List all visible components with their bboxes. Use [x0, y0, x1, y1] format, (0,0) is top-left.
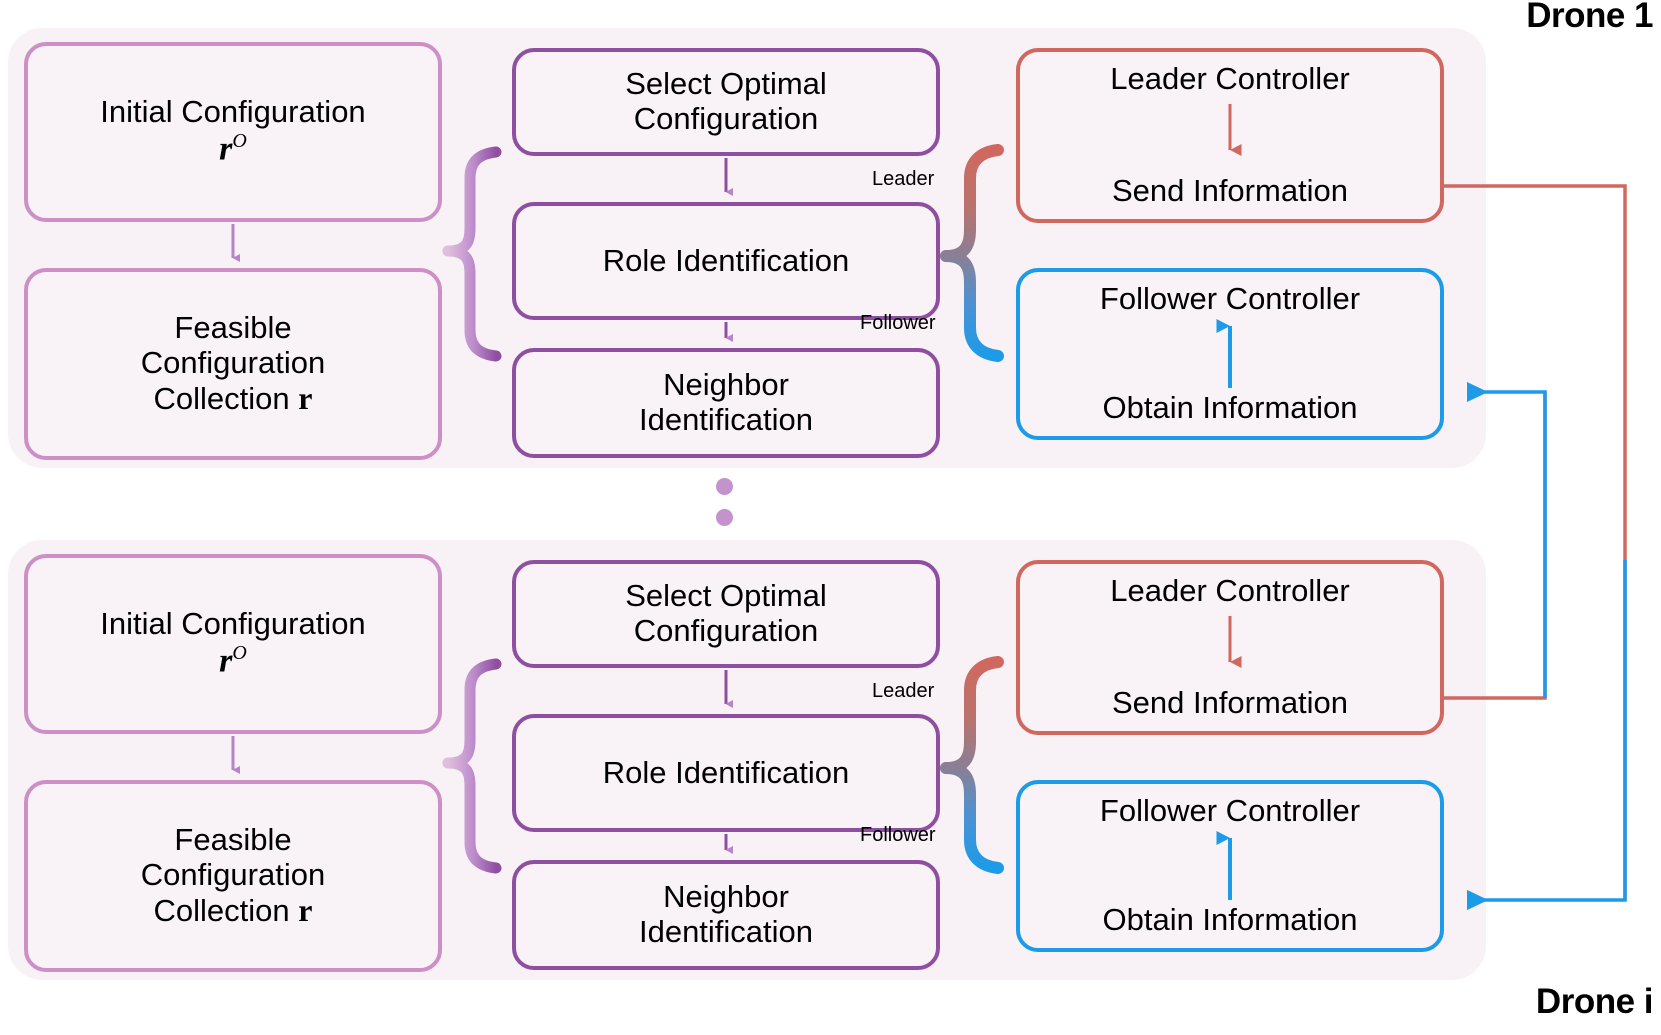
d1-role-identification-box[interactable]: Role Identification: [512, 202, 940, 320]
di-feasible-line-2: Configuration: [140, 857, 326, 893]
di-initial-configuration-label: Initial Configuration: [100, 606, 366, 642]
d1-neighbor-line-1: Neighbor: [663, 367, 789, 403]
d1-send-information-label: Send Information: [1111, 173, 1349, 209]
d1-feasible-line-3: Collection r: [153, 379, 313, 416]
d1-leader-controller-box[interactable]: Leader Controller Send Information: [1016, 48, 1444, 223]
d1-feasible-line-1: Feasible: [174, 310, 292, 346]
d1-neighbor-line-2: Identification: [638, 402, 814, 437]
di-select-optimal-line-1: Select Optimal: [625, 578, 827, 614]
d1-leader-controller-label: Leader Controller: [1110, 61, 1350, 96]
di-feasible-configuration-box[interactable]: Feasible Configuration Collection r: [24, 780, 442, 972]
d1-obtain-information-label: Obtain Information: [1102, 390, 1358, 426]
di-neighbor-line-1: Neighbor: [663, 879, 789, 915]
di-follower-label: Follower: [860, 824, 936, 846]
d1-follower-controller-box[interactable]: Follower Controller Obtain Information: [1016, 268, 1444, 440]
d1-initial-configuration-box[interactable]: Initial Configuration rO: [24, 42, 442, 222]
di-vector-r: r: [298, 891, 313, 928]
di-select-optimal-configuration-box[interactable]: Select Optimal Configuration: [512, 560, 940, 668]
d1-follower-label: Follower: [860, 312, 936, 334]
di-role-identification-label: Role Identification: [602, 754, 850, 790]
di-initial-configuration-symbol: rO: [219, 642, 247, 680]
di-send-information-label: Send Information: [1111, 685, 1349, 721]
di-follower-controller-box[interactable]: Follower Controller Obtain Information: [1016, 780, 1444, 952]
d1-role-identification-label: Role Identification: [602, 242, 850, 278]
di-leader-controller-label: Leader Controller: [1110, 573, 1350, 608]
di-neighbor-line-2: Identification: [638, 914, 814, 949]
di-follower-controller-label: Follower Controller: [1099, 793, 1361, 828]
d1-select-optimal-configuration-box[interactable]: Select Optimal Configuration: [512, 48, 940, 156]
di-leader-controller-box[interactable]: Leader Controller Send Information: [1016, 560, 1444, 735]
d1-leader-label: Leader: [872, 168, 935, 190]
d1-neighbor-identification-box[interactable]: Neighbor Identification: [512, 348, 940, 458]
d1-feasible-configuration-box[interactable]: Feasible Configuration Collection r: [24, 268, 442, 460]
d1-feasible-line-2: Configuration: [140, 345, 326, 381]
di-role-identification-box[interactable]: Role Identification: [512, 714, 940, 832]
d1-initial-configuration-symbol: rO: [219, 130, 247, 168]
di-feasible-line-3: Collection r: [153, 891, 313, 928]
di-obtain-information-label: Obtain Information: [1102, 902, 1358, 938]
di-initial-configuration-box[interactable]: Initial Configuration rO: [24, 554, 442, 734]
di-neighbor-identification-box[interactable]: Neighbor Identification: [512, 860, 940, 970]
drone-1-title: Drone 1: [1526, 0, 1653, 35]
di-select-optimal-line-2: Configuration: [633, 613, 819, 648]
d1-follower-controller-label: Follower Controller: [1099, 281, 1361, 316]
d1-initial-configuration-label: Initial Configuration: [100, 94, 366, 130]
di-feasible-line-1: Feasible: [174, 822, 292, 858]
d1-vector-r: r: [298, 379, 313, 416]
d1-select-optimal-line-1: Select Optimal: [625, 66, 827, 102]
d1-select-optimal-line-2: Configuration: [633, 101, 819, 136]
drone-i-title: Drone i: [1535, 982, 1654, 1021]
di-leader-label: Leader: [872, 680, 935, 702]
